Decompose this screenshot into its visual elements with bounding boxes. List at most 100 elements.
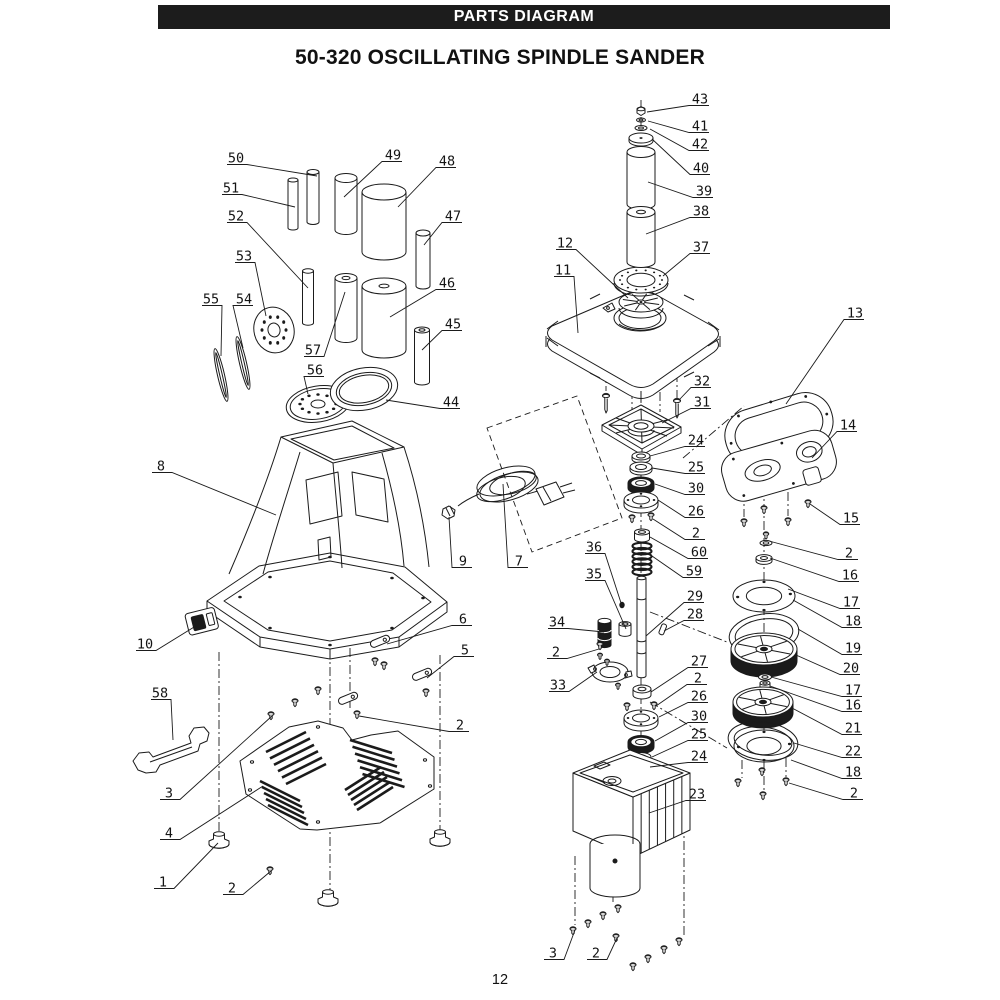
callout-label: 39 — [696, 184, 712, 200]
callout-label: 13 — [847, 306, 863, 322]
part-spindle-shaft — [587, 575, 667, 700]
callout-label: 53 — [236, 249, 252, 265]
callout-label: 3 — [165, 786, 173, 802]
callout-23: 23 — [648, 787, 706, 814]
callout-43: 43 — [646, 92, 709, 113]
callout-label: 8 — [157, 459, 165, 475]
callout-label: 4 — [165, 826, 173, 842]
callout-label: 2 — [552, 645, 560, 661]
part-carriage — [601, 392, 682, 577]
callout-label: 24 — [691, 749, 707, 765]
callout-label: 11 — [555, 263, 571, 279]
callout-label: 32 — [694, 374, 710, 390]
callout-2: 2 — [652, 518, 705, 542]
callout-label: 6 — [459, 612, 467, 628]
callout-label: 1 — [159, 875, 167, 891]
callout-label: 38 — [693, 204, 709, 220]
callout-28: 28 — [663, 607, 704, 632]
callout-4: 4 — [160, 785, 264, 842]
callout-label: 49 — [385, 148, 401, 164]
callout-51: 51 — [222, 181, 296, 208]
header-bar: PARTS DIAGRAM — [158, 5, 890, 29]
callout-55: 55 — [202, 292, 223, 357]
callout-label: 41 — [692, 119, 708, 135]
callout-label: 2 — [694, 671, 702, 687]
page-number: 12 — [491, 972, 509, 988]
callout-18: 18 — [792, 599, 862, 630]
callout-label: 26 — [691, 689, 707, 705]
callout-label: 22 — [845, 744, 861, 760]
callout-label: 18 — [845, 765, 861, 781]
callout-29: 29 — [645, 589, 704, 637]
part-housing — [572, 749, 691, 898]
callout-12: 12 — [556, 236, 629, 299]
callout-27: 27 — [650, 654, 708, 693]
callout-26: 26 — [657, 499, 705, 520]
callout-label: 31 — [694, 395, 710, 411]
callout-42: 42 — [649, 128, 709, 153]
callout-label: 55 — [203, 292, 219, 308]
header-bar-label: PARTS DIAGRAM — [453, 8, 595, 25]
callout-label: 52 — [228, 209, 244, 225]
callout-30: 30 — [654, 481, 705, 497]
callout-17: 17 — [770, 676, 862, 699]
callout-label: 18 — [845, 614, 861, 630]
callout-label: 34 — [549, 615, 565, 631]
callout-57: 57 — [304, 291, 346, 359]
callout-label: 25 — [688, 460, 704, 476]
callout-8: 8 — [152, 459, 277, 516]
callout-31: 31 — [661, 395, 711, 424]
callout-35: 35 — [585, 567, 627, 630]
callout-label: 43 — [692, 92, 708, 108]
page-title: 50-320 OSCILLATING SPINDLE SANDER — [295, 46, 705, 69]
callout-3: 3 — [160, 715, 273, 802]
callout-37: 37 — [662, 240, 710, 277]
callout-label: 45 — [445, 317, 461, 333]
callout-1: 1 — [154, 842, 219, 891]
part-feet — [208, 829, 451, 907]
callout-label: 2 — [456, 718, 464, 734]
callout-50: 50 — [227, 151, 318, 177]
callout-36: 36 — [585, 540, 623, 607]
callout-59: 59 — [651, 555, 703, 580]
callout-19: 19 — [797, 628, 862, 657]
part-table-insert — [602, 291, 664, 319]
callout-20: 20 — [795, 654, 860, 677]
callout-14: 14 — [811, 418, 857, 459]
callout-15: 15 — [809, 503, 860, 527]
callout-label: 29 — [687, 589, 703, 605]
callout-49: 49 — [343, 148, 402, 198]
callout-26: 26 — [658, 689, 708, 718]
callout-label: 60 — [691, 545, 707, 561]
callout-22: 22 — [793, 742, 862, 760]
callout-label: 23 — [689, 787, 705, 803]
callout-label: 40 — [693, 161, 709, 177]
callout-label: 25 — [691, 727, 707, 743]
part-wrench — [132, 726, 210, 774]
callout-33: 33 — [549, 671, 598, 694]
callout-label: 36 — [586, 540, 602, 556]
part-main-body — [206, 420, 448, 660]
callout-21: 21 — [791, 707, 862, 737]
callout-46: 46 — [389, 276, 456, 318]
callout-label: 44 — [443, 395, 459, 411]
callout-label: 2 — [592, 946, 600, 962]
callout-label: 2 — [692, 526, 700, 542]
callout-label: 54 — [236, 292, 252, 308]
callout-label: 15 — [843, 511, 859, 527]
callout-label: 48 — [439, 154, 455, 170]
callout-label: 30 — [691, 709, 707, 725]
part-housing-screws — [740, 499, 812, 565]
callout-label: 12 — [557, 236, 573, 252]
part-housing-14 — [721, 429, 837, 502]
callout-label: 9 — [459, 554, 467, 570]
callout-16: 16 — [769, 685, 862, 714]
part-spindle-top — [626, 106, 656, 268]
callout-32: 32 — [678, 374, 711, 401]
callout-30: 30 — [654, 709, 708, 742]
callout-53: 53 — [235, 249, 267, 317]
callout-17: 17 — [787, 588, 860, 611]
callout-label: 37 — [693, 240, 709, 256]
